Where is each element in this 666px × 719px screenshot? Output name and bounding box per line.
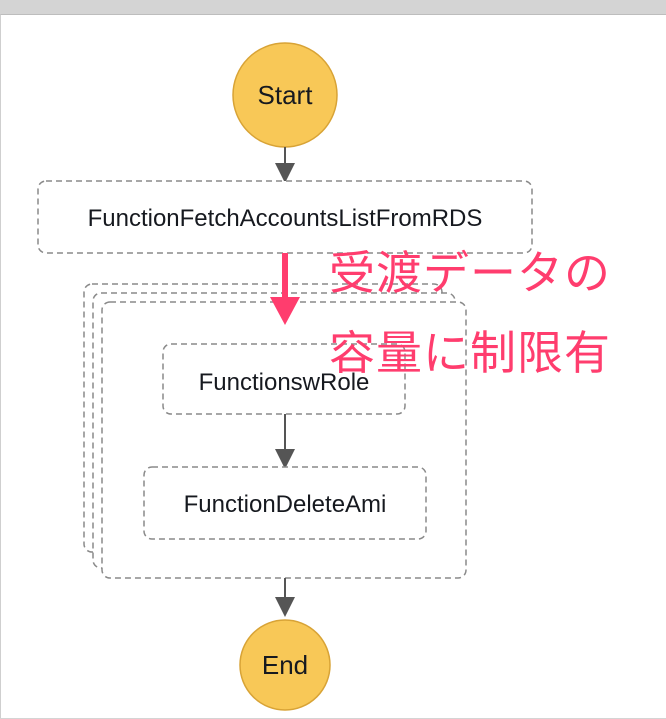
fetch-accounts-label: FunctionFetchAccountsListFromRDS xyxy=(88,205,483,232)
role-task[interactable]: FunctionswRole xyxy=(162,343,406,415)
capacity-limit-annotation: 受渡データの 容量に制限有 xyxy=(329,233,659,393)
highlight-arrowhead xyxy=(270,297,300,325)
role-task-label: FunctionswRole xyxy=(199,369,370,396)
delete-ami-task[interactable]: FunctionDeleteAmi xyxy=(143,466,427,540)
fetch-accounts-task[interactable]: FunctionFetchAccountsListFromRDS xyxy=(37,180,533,254)
end-label: End xyxy=(262,650,308,680)
annotation-line-1: 受渡データの xyxy=(329,246,611,300)
start-label: Start xyxy=(258,80,314,110)
start-node[interactable]: Start xyxy=(232,42,338,148)
annotation-line-2: 容量に制限有 xyxy=(329,326,611,380)
delete-ami-label: FunctionDeleteAmi xyxy=(184,491,387,518)
end-node[interactable]: End xyxy=(239,619,331,711)
workflow-canvas: Start FunctionFetchAccountsListFromRDS F… xyxy=(0,14,666,718)
